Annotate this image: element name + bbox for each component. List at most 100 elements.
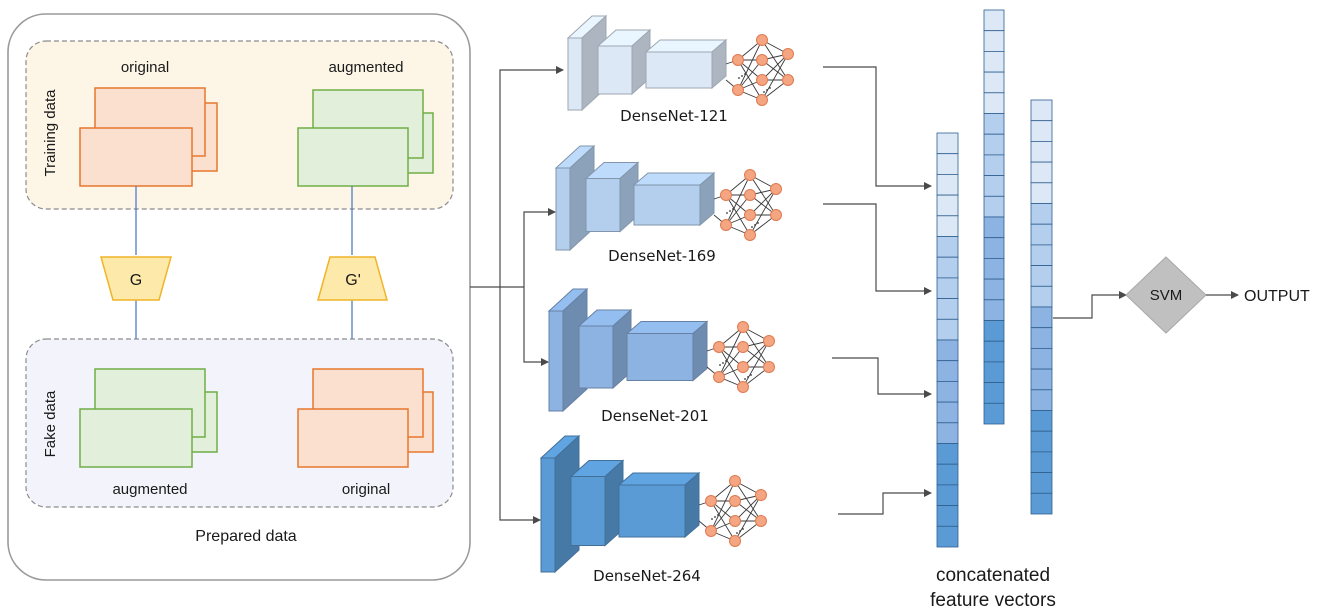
nn-link bbox=[761, 53, 789, 81]
feature-cell bbox=[983, 92, 1005, 114]
edge-features-to-svm bbox=[1053, 291, 1127, 319]
nn-link bbox=[725, 194, 751, 236]
training-augmented-label: augmented bbox=[328, 59, 403, 76]
nn-node bbox=[705, 525, 717, 537]
nn-link bbox=[761, 53, 789, 101]
edge-network-1-to-features bbox=[823, 66, 932, 190]
nn-link bbox=[749, 188, 777, 216]
feature-cell bbox=[936, 298, 959, 320]
edge-network-3-to-features bbox=[832, 357, 932, 398]
fake-augmented-label: augmented bbox=[112, 481, 187, 498]
nn-link bbox=[725, 194, 751, 226]
feature-cell bbox=[936, 277, 959, 299]
networks: DenseNet-121DenseNet-169DenseNet-201Dens… bbox=[539, 14, 932, 585]
feature-cell bbox=[936, 484, 959, 506]
ellipsis-dot bbox=[747, 376, 749, 378]
feature-cell bbox=[1030, 430, 1053, 453]
nn-node bbox=[744, 189, 756, 201]
feature-cell bbox=[936, 463, 959, 486]
nn-link bbox=[718, 326, 744, 378]
nn-node bbox=[763, 361, 775, 373]
feature-cell bbox=[1030, 347, 1053, 370]
ellipsis-dot bbox=[769, 87, 771, 89]
generator-g-prime-label: G' bbox=[345, 272, 361, 289]
nn-node bbox=[744, 209, 756, 221]
feature-cell bbox=[983, 237, 1005, 259]
ellipsis-dot bbox=[732, 208, 734, 210]
feature-cell bbox=[983, 71, 1005, 94]
concatenated-vector bbox=[936, 132, 959, 548]
nn-node bbox=[744, 229, 756, 241]
nn-link bbox=[734, 480, 762, 522]
edge-network-2-to-features bbox=[823, 203, 932, 295]
nn-link bbox=[737, 39, 763, 91]
feature-cell bbox=[936, 380, 959, 403]
ellipsis-dot bbox=[726, 212, 728, 214]
feature-cell bbox=[983, 51, 1005, 73]
nn-node bbox=[756, 74, 768, 86]
feature-cell bbox=[983, 278, 1005, 301]
feature-cell bbox=[983, 402, 1005, 425]
nn-node bbox=[737, 321, 749, 333]
feature-cell bbox=[936, 505, 959, 527]
ellipsis-dot bbox=[741, 75, 743, 77]
ellipsis-dot bbox=[766, 89, 768, 91]
feature-cell bbox=[936, 443, 959, 465]
feature-cell bbox=[936, 318, 959, 341]
nn-link bbox=[734, 494, 762, 522]
network-densenet-121: DenseNet-121 bbox=[566, 14, 794, 125]
nn-link bbox=[749, 174, 777, 216]
nn-node bbox=[705, 495, 717, 507]
ellipsis-dot bbox=[763, 91, 765, 93]
branch-connectors bbox=[470, 66, 564, 524]
ellipsis-dot bbox=[729, 210, 731, 212]
ellipsis-dot bbox=[744, 73, 746, 75]
network-densenet-264: DenseNet-264 bbox=[539, 434, 767, 585]
feature-cell bbox=[936, 525, 959, 548]
edge-network-4-to-features bbox=[838, 489, 932, 515]
feature-vector-a bbox=[983, 9, 1005, 425]
fake-augmented-images bbox=[79, 368, 218, 468]
nn-node bbox=[755, 489, 767, 501]
nn-link bbox=[710, 480, 736, 532]
feature-vectors bbox=[936, 9, 1053, 548]
ellipsis-dot bbox=[717, 514, 719, 516]
feature-cell bbox=[936, 339, 959, 362]
nn-link bbox=[742, 340, 770, 388]
feature-cell bbox=[983, 195, 1005, 218]
feature-cell bbox=[936, 236, 959, 258]
feature-cell bbox=[983, 216, 1005, 239]
nn-node bbox=[729, 475, 741, 487]
nn-node bbox=[756, 94, 768, 106]
ellipsis-dot bbox=[739, 530, 741, 532]
svm-classifier: SVM bbox=[1125, 256, 1207, 334]
ellipsis-dot bbox=[744, 378, 746, 380]
nn-node bbox=[713, 371, 725, 383]
nn-link bbox=[734, 494, 762, 542]
ellipsis-dot bbox=[711, 518, 713, 520]
feature-cell bbox=[936, 132, 959, 155]
feature-cell bbox=[1030, 389, 1053, 411]
nn-node bbox=[729, 535, 741, 547]
ellipsis-dot bbox=[736, 532, 738, 534]
feature-cell bbox=[1030, 368, 1053, 391]
feature-cell bbox=[983, 299, 1005, 321]
ellipsis-dot bbox=[757, 222, 759, 224]
feature-cell bbox=[1030, 327, 1053, 349]
feature-cell bbox=[936, 194, 959, 217]
nn-node bbox=[744, 169, 756, 181]
nn-node bbox=[756, 34, 768, 46]
nn-link bbox=[742, 326, 770, 368]
nn-link bbox=[761, 39, 789, 81]
network-densenet-201: DenseNet-201 bbox=[547, 287, 775, 425]
feature-cell bbox=[1030, 410, 1053, 432]
training-data-label: Training data bbox=[42, 89, 59, 177]
conv-layer-2 bbox=[596, 28, 652, 96]
feature-cell bbox=[983, 113, 1005, 135]
nn-node bbox=[770, 183, 782, 195]
ellipsis-dot bbox=[738, 77, 740, 79]
feature-cell bbox=[983, 361, 1005, 383]
feature-cell bbox=[1030, 285, 1053, 308]
feature-cell bbox=[936, 360, 959, 382]
